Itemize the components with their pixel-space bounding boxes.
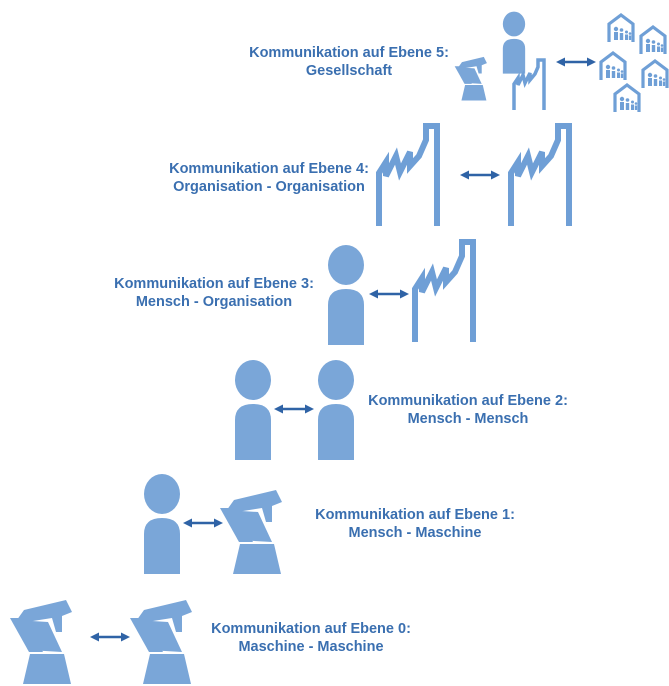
house-cluster-icon (599, 13, 669, 114)
level-1-double-arrow-icon (181, 517, 225, 529)
level-4-right-factory-icon (511, 126, 569, 226)
level-4-label: Kommunikation auf Ebene 4: Organisation … (156, 160, 382, 196)
level-3-label: Kommunikation auf Ebene 3: Mensch - Orga… (101, 275, 327, 311)
level-2-right-person-icon (318, 360, 354, 460)
level-4-left-factory-icon (379, 126, 437, 226)
level-4-double-arrow-icon (458, 169, 502, 181)
level-1-label: Kommunikation auf Ebene 1: Mensch - Masc… (302, 506, 528, 542)
level-5-label: Kommunikation auf Ebene 5: Gesellschaft (236, 44, 462, 80)
level-5-robot-icon (454, 56, 487, 101)
level-0-right-robot-icon (130, 600, 192, 684)
level-2-label: Kommunikation auf Ebene 2: Mensch - Mens… (355, 392, 581, 428)
level-2-left-person-icon (235, 360, 271, 460)
level-3-factory-icon (415, 242, 473, 342)
level-0-label: Kommunikation auf Ebene 0: Maschine - Ma… (198, 620, 424, 656)
level-0-left-robot-icon (10, 600, 72, 684)
level-5-subtitle: Gesellschaft (305, 63, 393, 79)
level-2-subtitle: Mensch - Mensch (407, 411, 529, 427)
level-3-person-icon (328, 245, 364, 345)
level-5-title: Kommunikation auf Ebene 5: (249, 45, 449, 61)
level-0-subtitle: Maschine - Maschine (238, 639, 384, 655)
level-3-subtitle: Mensch - Organisation (135, 294, 293, 310)
level-3-double-arrow-icon (367, 288, 411, 300)
level-2-title: Kommunikation auf Ebene 2: (368, 393, 568, 409)
level-1-title: Kommunikation auf Ebene 1: (315, 507, 515, 523)
level-1-person-icon (144, 474, 180, 574)
level-5-person-icon (502, 11, 526, 74)
level-1-subtitle: Mensch - Maschine (348, 525, 482, 541)
level-4-title: Kommunikation auf Ebene 4: (169, 161, 369, 177)
level-0-title: Kommunikation auf Ebene 0: (211, 621, 411, 637)
level-5-double-arrow-icon (554, 56, 598, 68)
level-2-double-arrow-icon (272, 403, 316, 415)
level-1-robot-icon (220, 490, 282, 574)
level-4-subtitle: Organisation - Organisation (173, 179, 365, 195)
level-3-title: Kommunikation auf Ebene 3: (114, 276, 314, 292)
level-0-double-arrow-icon (88, 631, 132, 643)
